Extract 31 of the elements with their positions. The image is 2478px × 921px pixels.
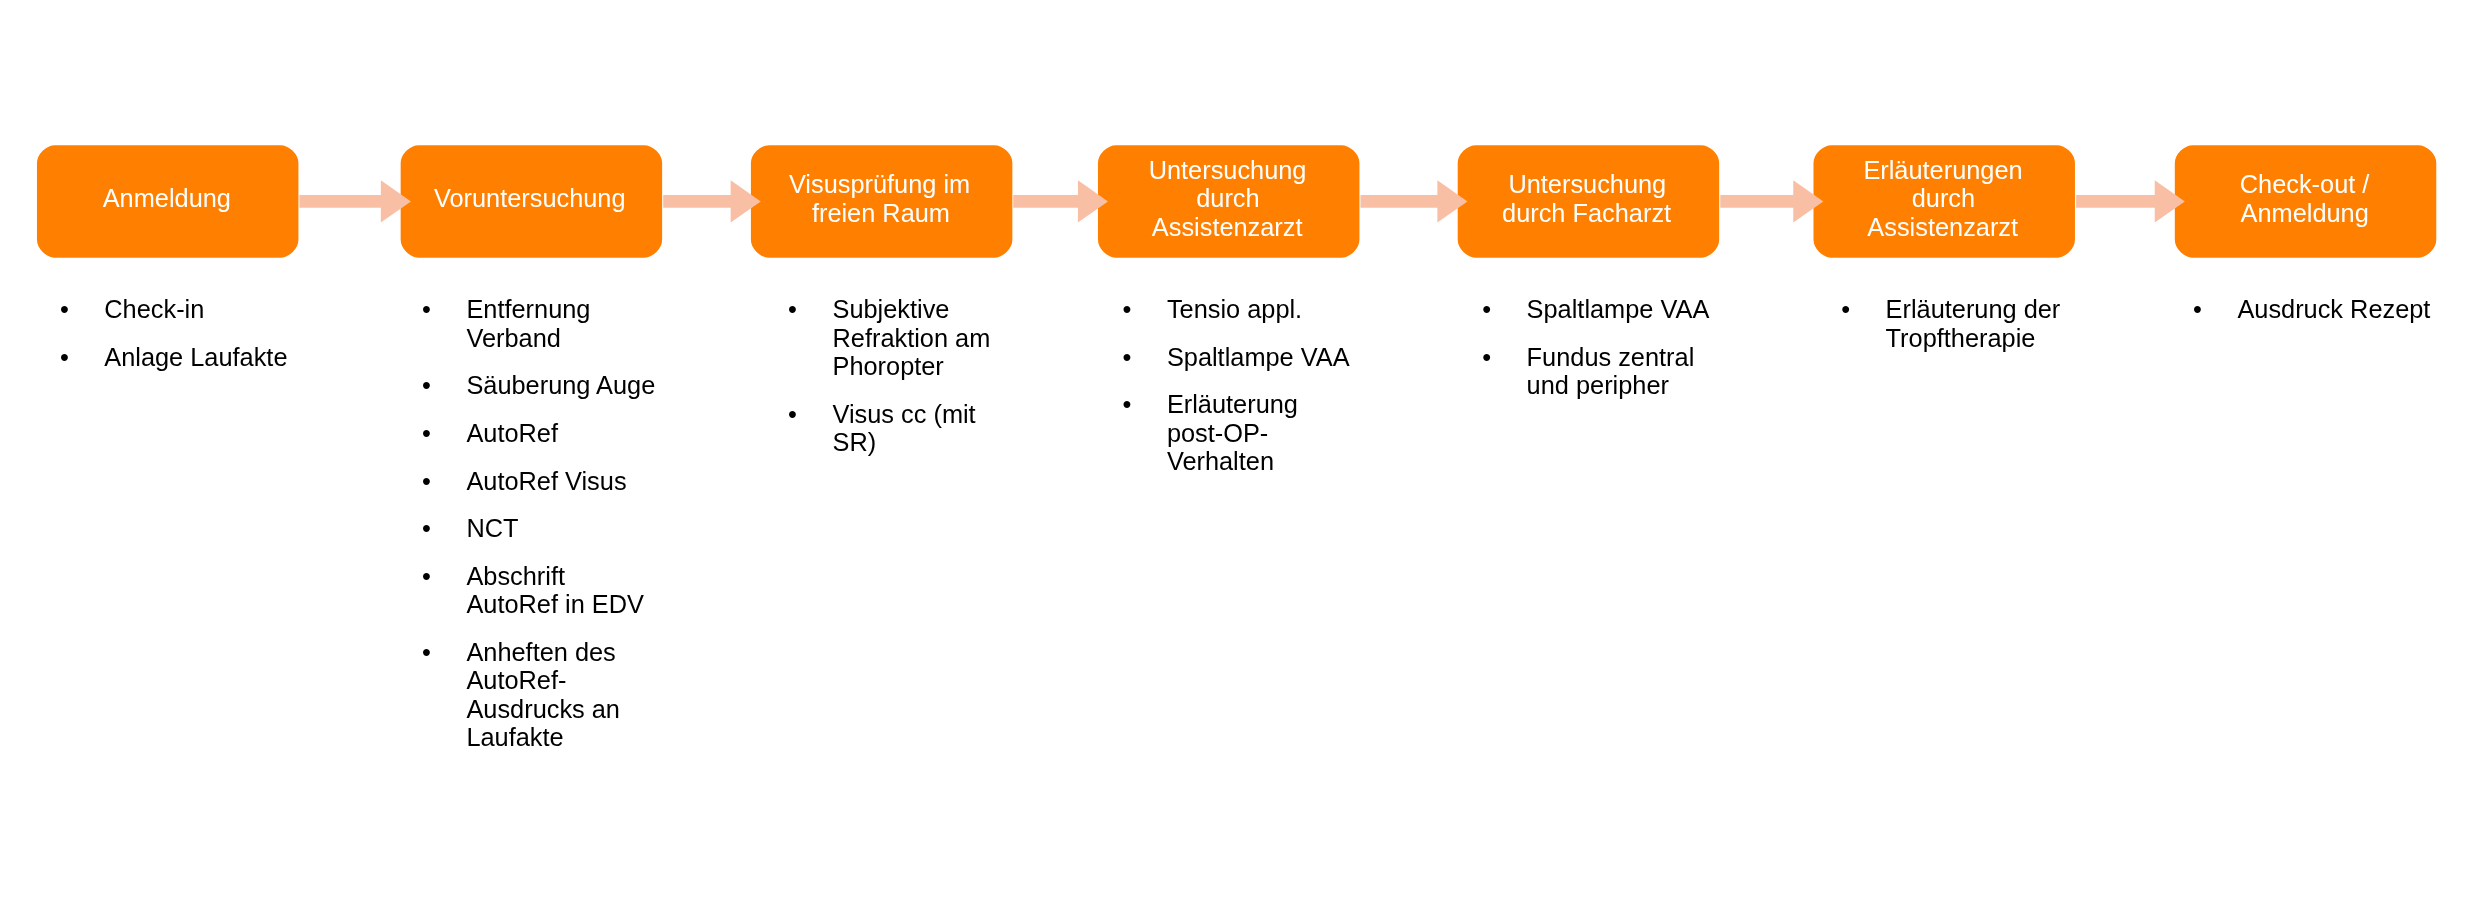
node-box: Visusprüfung im freien Raum bbox=[749, 143, 1014, 260]
node-label: • Subjektive Refraktion am Phoropter bbox=[788, 295, 991, 381]
node-label: • Spaltlampe VAA bbox=[1122, 342, 1350, 371]
arrow bbox=[1360, 180, 1468, 223]
arrow bbox=[2076, 180, 2185, 223]
node-label: • Abschrift AutoRef in EDV bbox=[422, 561, 644, 619]
node-label: • Erläuterung der Tropftherapie bbox=[1841, 295, 2061, 352]
arrow bbox=[1013, 180, 1108, 223]
node-box: Untersuchung durch Assistenzarzt bbox=[1096, 143, 1361, 260]
node-label: • NCT bbox=[422, 514, 519, 543]
arrow bbox=[1720, 180, 1824, 223]
node-label: • Check-in bbox=[59, 295, 205, 324]
arrow bbox=[299, 180, 411, 223]
node-label: • Ausdruck Rezept bbox=[2193, 295, 2431, 324]
node-label: • Fundus zentral und peripher bbox=[1482, 342, 1695, 400]
arrow bbox=[663, 180, 761, 223]
node-label: • Anlage Laufakte bbox=[59, 342, 288, 371]
node-label: • Tensio appl. bbox=[1122, 295, 1303, 324]
node-box: Check-out / Anmeldung bbox=[2173, 143, 2438, 260]
node-label: • Visus cc (mit SR) bbox=[788, 399, 976, 457]
node-label: • Spaltlampe VAA bbox=[1482, 295, 1710, 324]
node-label: • Säuberung Auge bbox=[422, 371, 656, 400]
node-label: • AutoRef Visus bbox=[422, 466, 627, 495]
node-box: Voruntersuchung bbox=[399, 143, 664, 260]
node-label: • Entfernung Verband bbox=[422, 295, 591, 352]
node-label: • Erläuterung post-OP-Verhalten bbox=[1122, 390, 1298, 476]
node-box: Untersuchung durch Facharzt bbox=[1456, 143, 1721, 260]
node-box: Anmeldung bbox=[35, 143, 301, 260]
node-label: • AutoRef bbox=[422, 418, 558, 447]
node-label: • Anheften des AutoRef-Ausdrucks an Laufakte bbox=[422, 637, 620, 752]
node-box: Erläuterungen durch Assistenzarzt bbox=[1811, 143, 2077, 260]
